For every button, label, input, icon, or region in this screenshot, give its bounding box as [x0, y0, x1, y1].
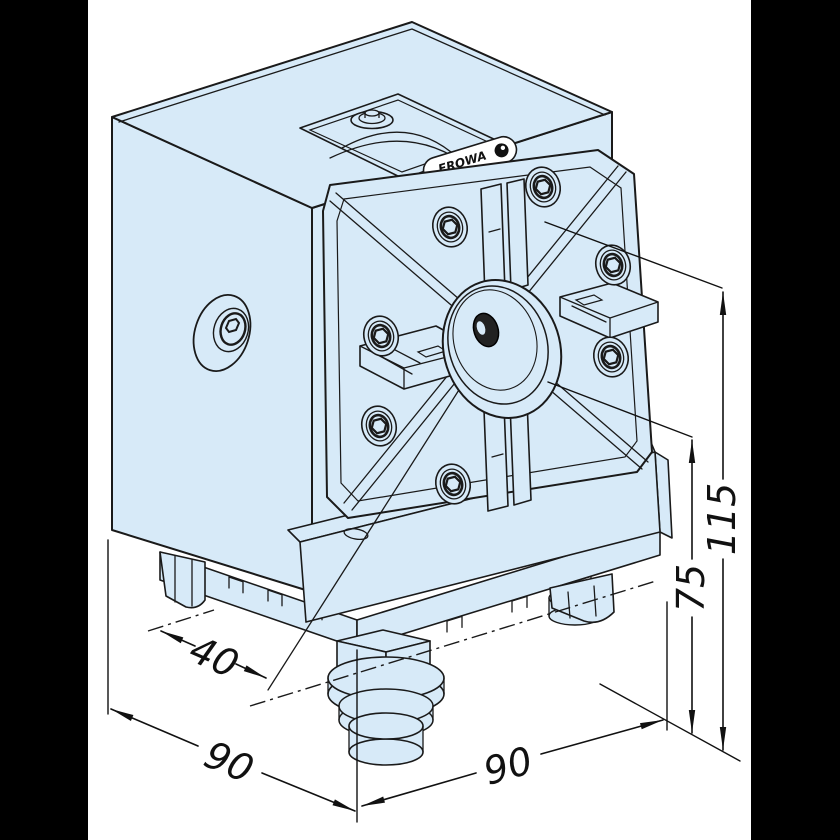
letterbox-right: [751, 0, 840, 840]
chuck-dome-edge: [341, 131, 459, 159]
centerlines: [147, 580, 657, 707]
brand-logo-icon: [494, 143, 509, 158]
side-screw-port: [192, 294, 252, 372]
rail-fin-bottom: [483, 399, 532, 512]
dimension-75-value: 75: [669, 564, 713, 612]
top-edge-chamfer: [118, 28, 606, 123]
dimension-75: 75: [669, 439, 713, 734]
dimension-115-value: 115: [700, 483, 744, 556]
clamping-rail-right: [559, 282, 659, 339]
foot-right: [549, 573, 615, 624]
base-hole: [343, 528, 369, 540]
letterbox-left: [0, 0, 88, 840]
ext-line-75-top: [547, 381, 693, 438]
dimension-115: 115: [700, 291, 744, 751]
hex-socket-icon: [224, 317, 241, 334]
support-feet: [159, 551, 615, 626]
section-line: [267, 337, 493, 691]
chuck-face-plate: [267, 149, 659, 691]
ext-line-bottom: [599, 683, 741, 762]
foot-left: [159, 551, 206, 609]
dimensions: 90 40 115 75 90: [107, 221, 744, 823]
rail-fin-top: [480, 178, 529, 297]
ext-line-115-top: [544, 221, 723, 289]
center-boss: [441, 279, 563, 419]
bottom-cylinder: [348, 712, 424, 740]
